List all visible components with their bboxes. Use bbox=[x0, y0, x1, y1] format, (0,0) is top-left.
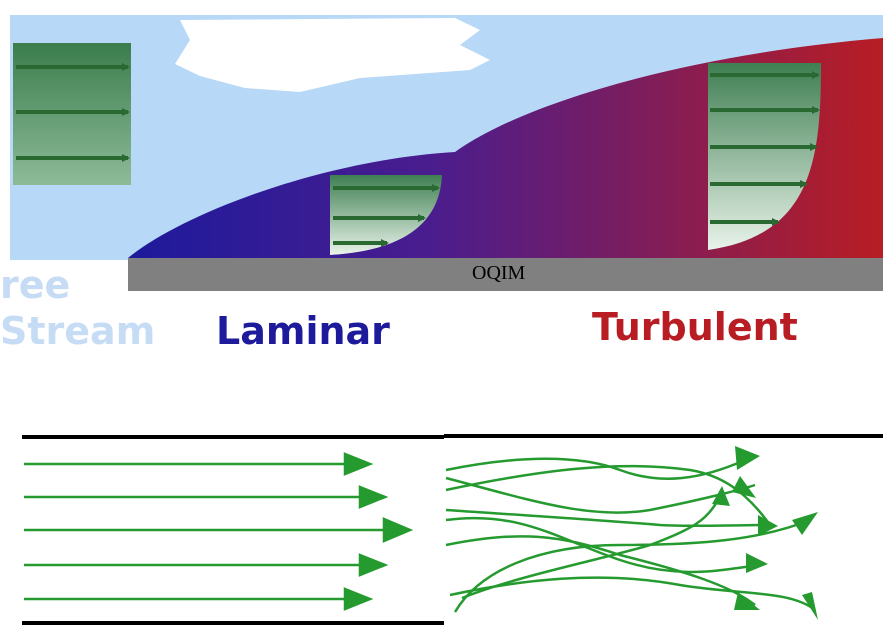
turbulent-label: Turbulent bbox=[592, 305, 798, 349]
turbulent-pipe-flow bbox=[444, 434, 883, 620]
laminar-label: Laminar bbox=[216, 309, 390, 353]
laminar-pipe-flow bbox=[22, 435, 444, 625]
boundary-layer-region bbox=[128, 38, 883, 258]
free-stream-label-line2: Stream bbox=[0, 309, 156, 353]
flat-plate bbox=[128, 258, 883, 291]
free-stream-label-line1: ree bbox=[0, 263, 71, 307]
plate-label: OQIM bbox=[472, 262, 526, 284]
free-stream-profile bbox=[13, 43, 131, 185]
laminar-velocity-profile bbox=[330, 175, 442, 255]
erased-title-scribble bbox=[175, 18, 490, 92]
turbulent-velocity-profile bbox=[708, 63, 821, 250]
